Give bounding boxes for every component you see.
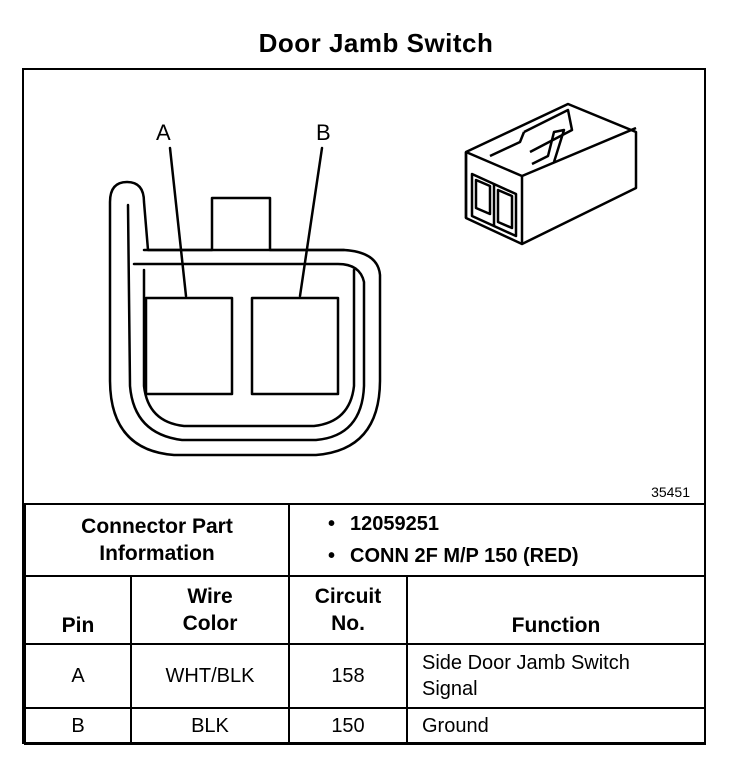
diagram-frame: A B 35451 Connector Part Information • 12…	[22, 68, 707, 745]
leader-line-b	[298, 146, 324, 298]
connector-info-label: Connector Part Information	[24, 503, 290, 577]
connector-description-text: CONN 2F M/P 150 (RED)	[350, 545, 579, 567]
header-wire-color: Wire Color	[130, 575, 290, 645]
cavity-b	[250, 296, 340, 396]
header-row: Pin Wire Color Circuit No. Function	[24, 575, 707, 645]
header-function: Function	[405, 575, 707, 645]
table-row: B BLK 150 Ground	[24, 707, 707, 745]
connector-description: • CONN 2F M/P 150 (RED)	[328, 540, 704, 572]
table-row: A WHT/BLK 158 Side Door Jamb Switch Sign…	[24, 643, 707, 709]
connector-iso-view	[464, 102, 638, 246]
header-wire-color-line1: Wire	[187, 585, 233, 608]
bullet-icon: •	[328, 513, 336, 535]
pin-cell: B	[24, 707, 132, 745]
connector-diagram	[108, 102, 638, 457]
connector-info-label-line2: Information	[99, 542, 215, 565]
header-wire-color-line2: Color	[182, 612, 238, 635]
pin-cell: A	[24, 643, 132, 709]
header-circuit-line1: Circuit	[314, 585, 382, 608]
circuit-cell: 158	[288, 643, 408, 709]
function-line2: Signal	[422, 678, 478, 700]
cavity-a	[144, 296, 234, 396]
part-number-text: 12059251	[350, 513, 439, 535]
pin-label-b: B	[316, 120, 331, 145]
header-circuit-line2: No.	[331, 612, 365, 635]
wire-color-cell: BLK	[130, 707, 290, 745]
bullet-icon: •	[328, 545, 336, 567]
connector-inner-outline	[126, 203, 366, 442]
circuit-cell: 150	[288, 707, 408, 745]
function-line1: Side Door Jamb Switch	[422, 652, 630, 674]
function-cell: Side Door Jamb Switch Signal	[405, 643, 707, 709]
header-circuit: Circuit No.	[288, 575, 408, 645]
figure-id: 35451	[651, 484, 690, 500]
connector-table: Connector Part Information • 12059251 • CO…	[24, 503, 707, 745]
leader-line-a	[168, 146, 188, 298]
header-pin: Pin	[24, 575, 132, 645]
wire-color-cell: WHT/BLK	[130, 643, 290, 709]
connector-info-values: • 12059251 • CONN 2F M/P 150 (RED)	[287, 503, 707, 577]
connector-info-row: Connector Part Information • 12059251 • CO…	[24, 503, 707, 577]
pin-label-a: A	[156, 120, 171, 145]
connector-face-outline	[108, 180, 382, 457]
function-cell: Ground	[405, 707, 707, 745]
connector-part-number: • 12059251	[328, 508, 704, 540]
connector-info-label-line1: Connector Part	[81, 515, 233, 538]
page-title: Door Jamb Switch	[258, 28, 494, 58]
